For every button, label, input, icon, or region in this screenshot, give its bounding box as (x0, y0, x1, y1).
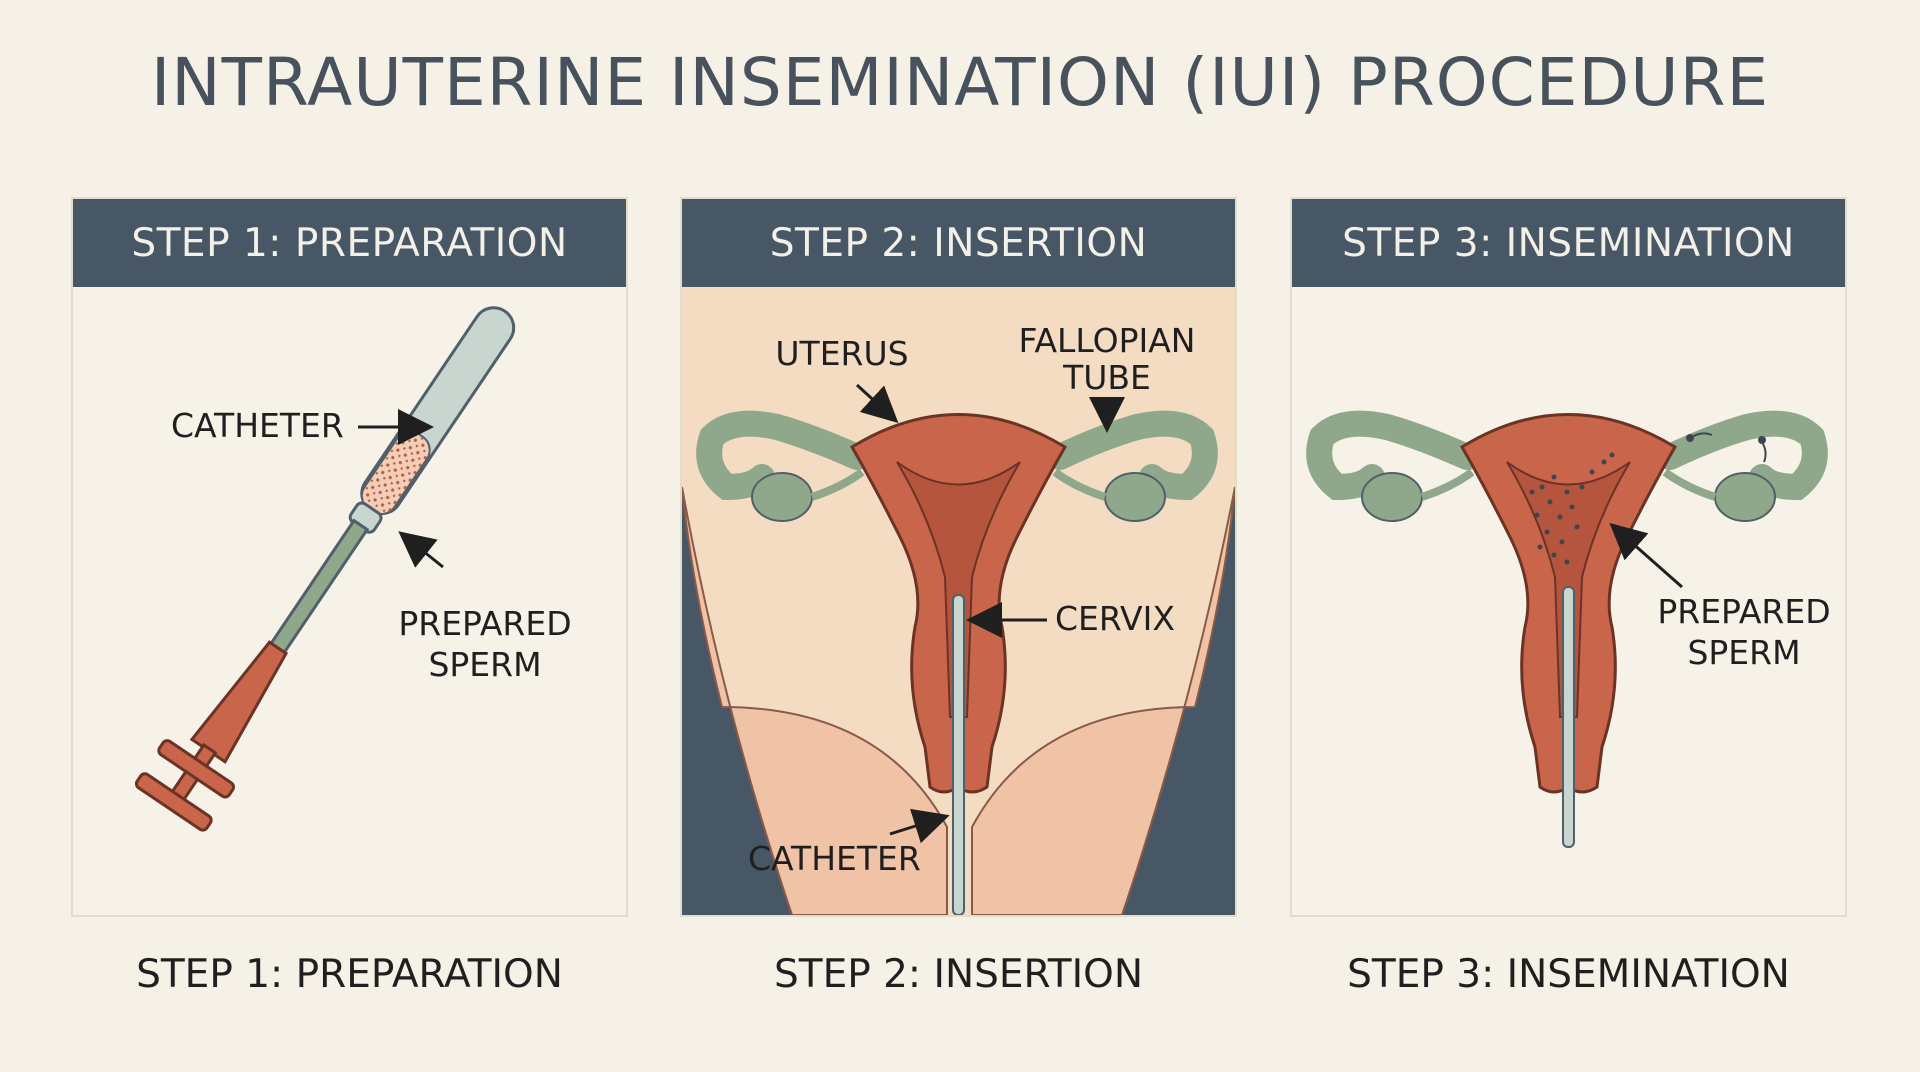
uterus-diagram (696, 410, 1218, 915)
uterus-diagram-3 (1306, 410, 1828, 848)
label-catheter: CATHETER (171, 406, 344, 445)
label-uterus: UTERUS (775, 334, 908, 373)
sperm-cluster (1529, 452, 1615, 565)
arrow-prepared-sperm-3 (1609, 523, 1683, 589)
panel-header-step-1: STEP 1: PREPARATION (73, 199, 626, 287)
label-fallopian: FALLOPIAN (1019, 321, 1196, 360)
arrow-prepared-sperm (398, 531, 444, 569)
label-catheter-2: CATHETER (748, 839, 921, 878)
panel-header-step-2: STEP 2: INSERTION (682, 199, 1235, 287)
page-title: INTRAUTERINE INSEMINATION (IUI) PROCEDUR… (150, 44, 1770, 121)
arrow-catheter-2 (889, 808, 950, 844)
prepared-sperm-fill (361, 431, 430, 515)
thigh-shadow-left (682, 487, 792, 915)
insertion-illustration: UTERUS FALLOPIAN TUBE CERVIX CATHETER (682, 287, 1235, 915)
label-sperm-3: SPERM (1687, 633, 1800, 672)
label-cervix: CERVIX (1055, 599, 1175, 638)
panel-step-3: STEP 3: INSEMINATION (1290, 197, 1847, 917)
inserted-catheter (952, 594, 965, 915)
caption-step-3: STEP 3: INSEMINATION (1347, 952, 1790, 997)
label-sperm: SPERM (428, 645, 541, 684)
panel-header-step-3: STEP 3: INSEMINATION (1292, 199, 1845, 287)
insemination-illustration: PREPARED SPERM (1306, 410, 1831, 848)
caption-step-1: STEP 1: PREPARATION (136, 952, 563, 997)
sperm-in-tube (1686, 432, 1767, 463)
syringe-catheter (134, 306, 516, 832)
caption-step-2: STEP 2: INSERTION (773, 952, 1143, 997)
label-prepared: PREPARED (398, 604, 571, 643)
panel-step-1: STEP 1: PREPARATION (71, 197, 628, 917)
label-prepared-3: PREPARED (1657, 592, 1830, 631)
label-tube: TUBE (1062, 358, 1151, 397)
arrow-uterus (855, 383, 899, 424)
inseminating-catheter (1562, 586, 1575, 848)
panel-step-2: STEP 2: INSERTION UTERUS (680, 197, 1237, 917)
preparation-illustration: CATHETER PREPARED SPERM (134, 306, 572, 832)
thigh-shadow-right (1122, 487, 1235, 915)
